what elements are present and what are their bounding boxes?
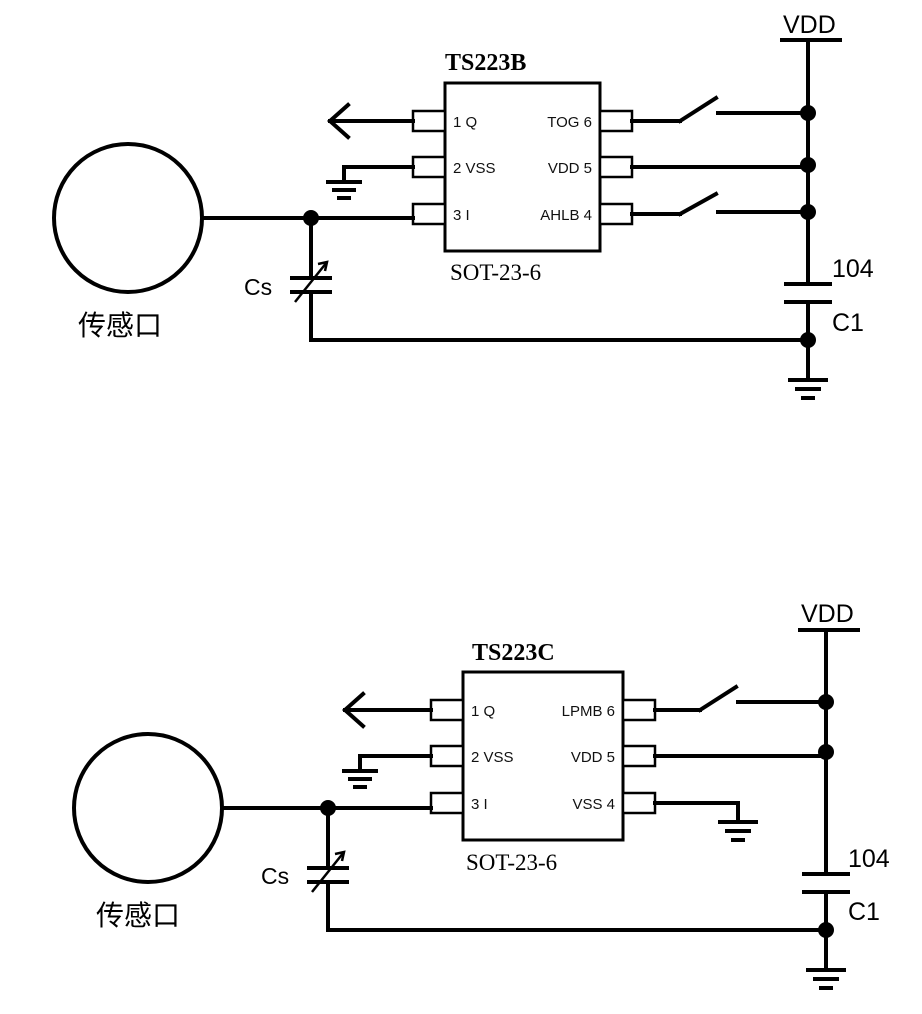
cs-label: Cs: [244, 274, 272, 300]
vdd-label: VDD: [783, 11, 836, 39]
circuit-ts223b: TS223B SOT-23-6 1 Q 2 VSS 3 I TOG 6 VDD …: [52, 11, 874, 400]
pin-label: 1 Q: [471, 703, 495, 720]
vss-wire: [342, 165, 415, 182]
pin-6: [598, 109, 634, 133]
switch-icon: [677, 95, 719, 124]
junction-dot: [818, 922, 834, 938]
pin-label: TOG 6: [547, 114, 592, 131]
pin-label: 2 VSS: [471, 749, 514, 766]
chip-name: TS223B: [445, 50, 526, 76]
pin-label: 3 I: [471, 796, 488, 813]
pin-2: [411, 155, 447, 179]
sensor-label: 传感口: [96, 900, 180, 932]
sensor-pad: [52, 142, 204, 294]
circuit-ts223c: TS223C SOT-23-6 1 Q 2 VSS 3 I LPMB 6 VDD…: [72, 600, 890, 990]
junction-dot: [818, 694, 834, 710]
ground-icon: [806, 968, 846, 990]
cap-name: C1: [848, 898, 880, 926]
capacitor-icon: [802, 872, 850, 894]
junction-dot: [800, 332, 816, 348]
pin-4: [598, 202, 634, 226]
sensor-label: 传感口: [78, 310, 162, 342]
pin-label: VDD 5: [548, 160, 592, 177]
vss-wire: [653, 801, 740, 820]
cap-value: 104: [848, 845, 890, 873]
output-arrow-icon: [326, 102, 351, 140]
pin-3: [429, 791, 465, 815]
cs-ground-wire: [326, 882, 828, 932]
capacitor-icon: [784, 282, 832, 304]
junction-dot: [800, 157, 816, 173]
cs-ground-wire: [309, 292, 810, 342]
pin-label: AHLB 4: [540, 207, 592, 224]
sensor-pad: [72, 732, 224, 884]
switch-icon: [677, 191, 719, 217]
junction-dot: [800, 105, 816, 121]
pin-label: 1 Q: [453, 114, 477, 131]
ground-icon: [788, 378, 828, 400]
pin-1: [429, 698, 465, 722]
junction-dot: [818, 744, 834, 760]
cap-value: 104: [832, 255, 874, 283]
chip-name: TS223C: [472, 640, 555, 666]
pin-3: [411, 202, 447, 226]
cs-label: Cs: [261, 863, 289, 889]
package-label: SOT-23-6: [450, 260, 541, 285]
vdd-label: VDD: [801, 600, 854, 628]
pin-5: [621, 744, 657, 768]
pin-label: 3 I: [453, 207, 470, 224]
pin-6: [621, 698, 657, 722]
vss-wire: [358, 754, 433, 770]
cap-name: C1: [832, 309, 864, 337]
switch-icon: [697, 684, 739, 713]
pin-label: 2 VSS: [453, 160, 496, 177]
pin-label: VSS 4: [572, 796, 615, 813]
package-label: SOT-23-6: [466, 850, 557, 875]
output-arrow-icon: [341, 691, 366, 729]
pin-1: [411, 109, 447, 133]
pin-2: [429, 744, 465, 768]
ground-icon: [326, 180, 362, 200]
pin-4: [621, 791, 657, 815]
junction-dot: [800, 204, 816, 220]
pin-label: LPMB 6: [562, 703, 615, 720]
pin-label: VDD 5: [571, 749, 615, 766]
ground-icon: [718, 820, 758, 842]
pin-5: [598, 155, 634, 179]
chip-body: [443, 81, 602, 253]
ground-icon: [342, 769, 378, 789]
